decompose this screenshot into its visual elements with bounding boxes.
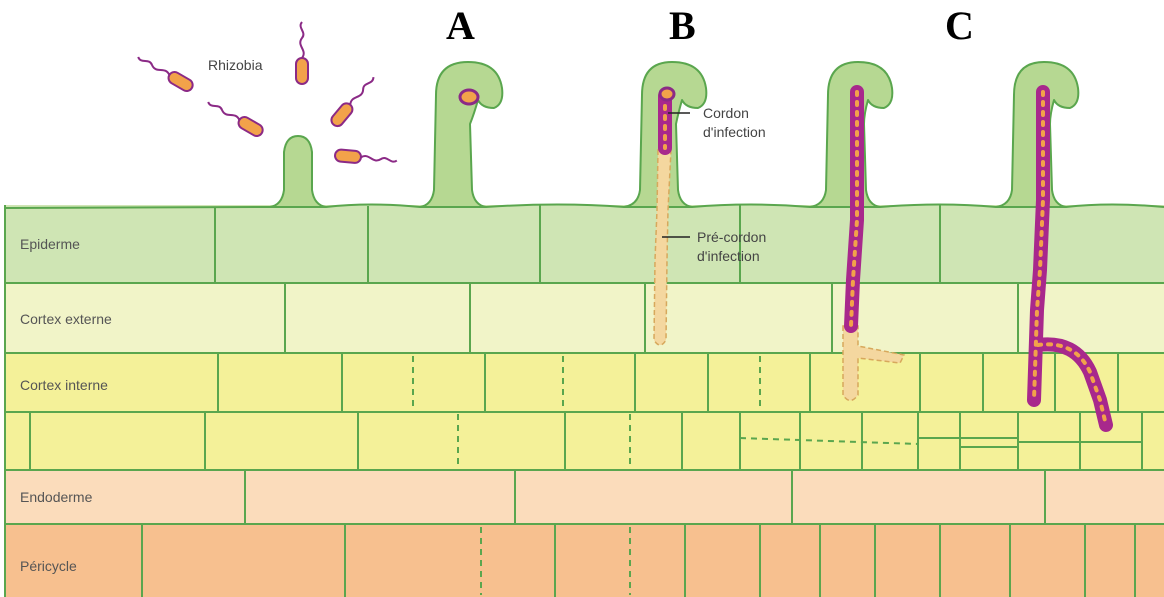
root-hair-stage-a bbox=[420, 62, 502, 207]
cordon-label-line1: Cordon bbox=[703, 105, 749, 121]
tissue-layers bbox=[5, 205, 1164, 597]
precordon-label-line1: Pré-cordon bbox=[697, 229, 766, 245]
rhizobium-5 bbox=[335, 149, 398, 166]
endodermis-layer bbox=[5, 470, 1164, 524]
rhizobium-2 bbox=[296, 22, 308, 84]
layer-label-cortex-interne: Cortex interne bbox=[20, 377, 108, 393]
root-hair-initial bbox=[270, 136, 326, 207]
rhizobium-4 bbox=[329, 73, 378, 128]
layer-label-endoderme: Endoderme bbox=[20, 489, 93, 505]
layer-label-cortex-externe: Cortex externe bbox=[20, 311, 112, 327]
stage-label-b: B bbox=[669, 3, 696, 48]
outer-cortex-layer bbox=[5, 283, 1164, 353]
pericycle-layer bbox=[5, 524, 1164, 597]
precordon-label-line2: d'infection bbox=[697, 248, 760, 264]
layer-label-pericycle: Péricycle bbox=[20, 558, 77, 574]
stage-label-a: A bbox=[446, 3, 475, 48]
rhizobium-1 bbox=[135, 52, 195, 93]
bacteria-curl-a bbox=[460, 90, 478, 104]
rhizobium-3 bbox=[205, 97, 265, 138]
layer-label-epiderme: Epiderme bbox=[20, 236, 80, 252]
free-rhizobia bbox=[135, 22, 397, 167]
root-hairs bbox=[270, 62, 1078, 207]
bacteria-curl-b bbox=[660, 88, 674, 100]
epidermis-layer bbox=[5, 205, 1164, 283]
cordon-label-line2: d'infection bbox=[703, 124, 766, 140]
rhizobia-label: Rhizobia bbox=[208, 57, 263, 73]
stage-label-c: C bbox=[945, 3, 974, 48]
